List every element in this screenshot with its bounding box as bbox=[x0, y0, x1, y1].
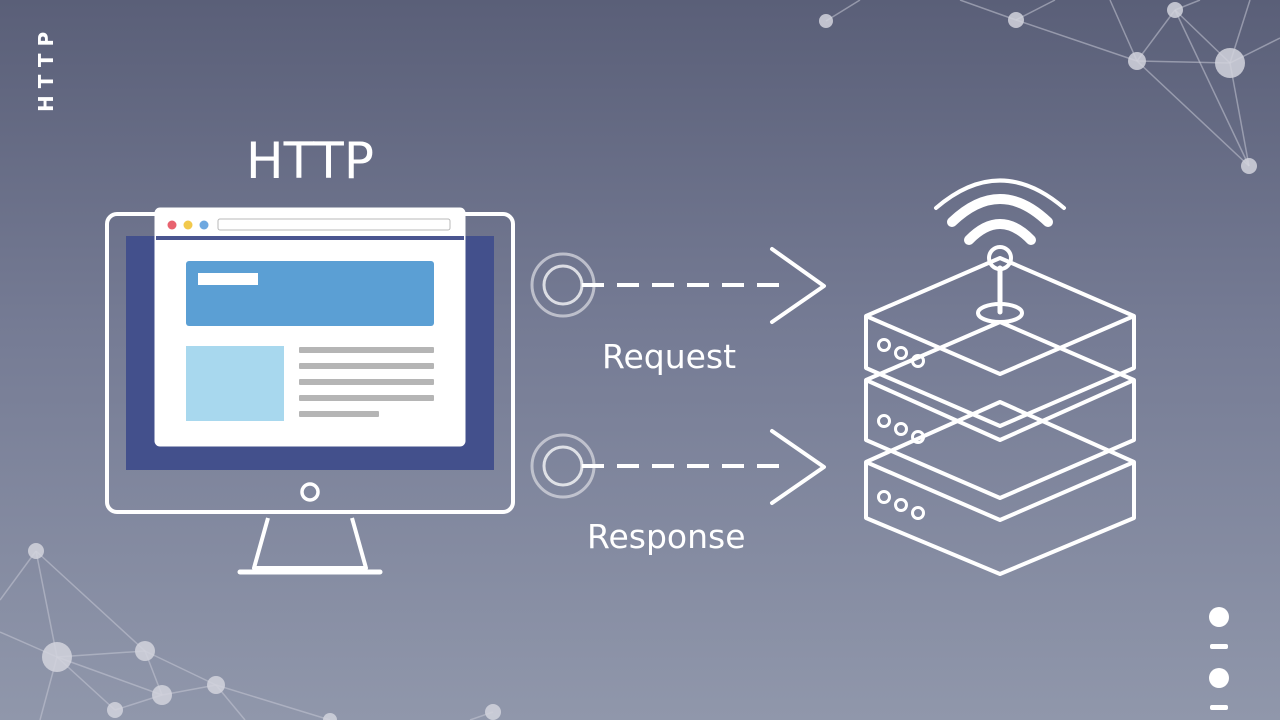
response-label: Response bbox=[587, 517, 746, 556]
indicator-dot bbox=[1209, 607, 1229, 627]
close-dot bbox=[167, 220, 177, 230]
response-arrow bbox=[530, 429, 826, 505]
address-bar bbox=[217, 218, 451, 231]
hero-heading-bar bbox=[198, 273, 258, 285]
indicator-dot bbox=[1209, 668, 1229, 688]
text-lines bbox=[299, 347, 434, 417]
diagram-title: HTTP bbox=[246, 132, 374, 190]
hero-block bbox=[186, 261, 434, 326]
indicator-dash bbox=[1210, 644, 1228, 649]
indicator-dash bbox=[1210, 705, 1228, 710]
slide-indicator bbox=[1209, 607, 1229, 710]
request-arrow bbox=[530, 247, 826, 324]
maximize-dot bbox=[199, 220, 209, 230]
browser-window bbox=[154, 207, 466, 447]
window-controls bbox=[167, 220, 209, 230]
request-label: Request bbox=[602, 337, 737, 376]
image-placeholder bbox=[186, 346, 284, 421]
minimize-dot bbox=[183, 220, 193, 230]
wifi-signal-icon bbox=[934, 178, 1066, 324]
